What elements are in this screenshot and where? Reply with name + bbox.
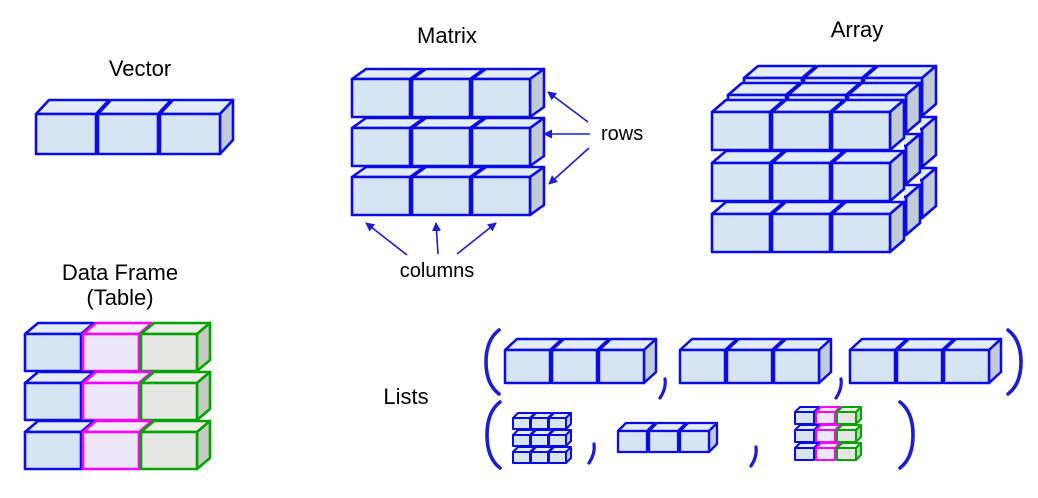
rows-arrow-bottom — [548, 147, 590, 185]
list-data-frame — [794, 406, 862, 461]
vector-cubes — [34, 98, 235, 156]
rows-arrow-top — [547, 91, 589, 123]
list-row2-comma-2 — [749, 445, 758, 468]
lists-label: Lists — [383, 384, 429, 409]
data-frame-label-line2: (Table) — [86, 285, 154, 310]
list-row1-close-bracket — [1006, 328, 1023, 396]
data-frame-label: Data Frame (Table) — [20, 260, 220, 310]
list-row2-comma-1 — [587, 442, 596, 465]
list-matrix — [512, 412, 572, 464]
list-row2-close-bracket — [898, 400, 915, 470]
list-row1-comma-1 — [658, 377, 667, 400]
array-cubes — [710, 64, 938, 254]
list-row2-open-bracket — [485, 400, 502, 470]
list-row1-comma-2 — [834, 377, 843, 400]
list-vector-1 — [503, 337, 658, 385]
list-vector-2 — [678, 337, 833, 385]
array-label: Array — [830, 17, 884, 42]
matrix-label: Matrix — [417, 23, 477, 48]
columns-arrow-middle — [432, 222, 442, 255]
vector-label: Vector — [108, 56, 172, 81]
columns-label: columns — [399, 260, 475, 282]
rows-label: rows — [601, 123, 644, 145]
data-frame-cubes — [23, 321, 212, 471]
columns-arrow-left — [365, 222, 408, 256]
list-vector-3 — [848, 337, 1003, 385]
list-row1-open-bracket — [484, 328, 501, 396]
matrix-cubes — [350, 67, 546, 217]
columns-arrow-right — [456, 222, 497, 255]
data-frame-label-line1: Data Frame — [61, 260, 179, 285]
list-small-vector — [616, 421, 719, 454]
